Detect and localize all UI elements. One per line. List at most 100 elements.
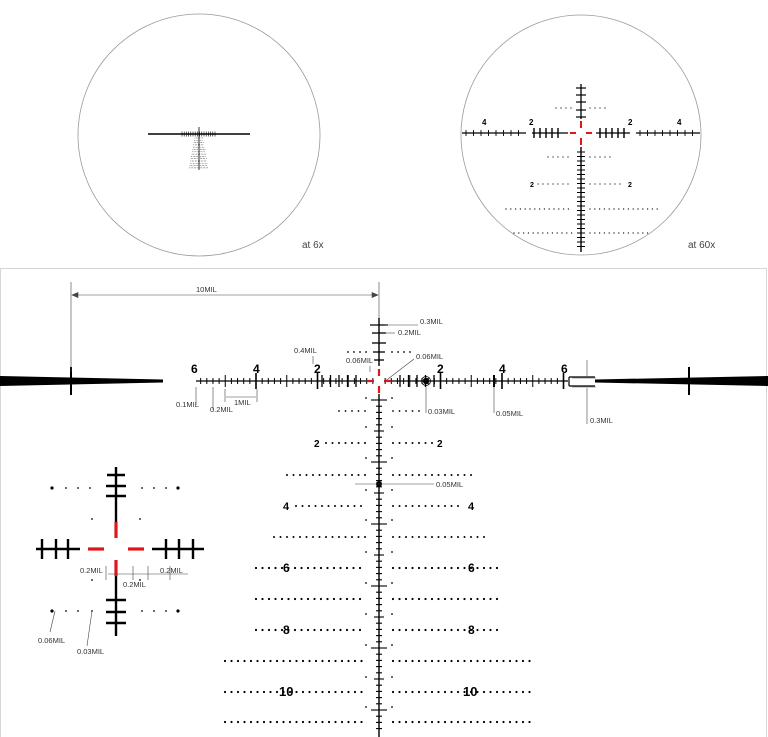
reticle-dot <box>200 144 202 146</box>
reticle-dot <box>489 690 492 694</box>
reticle-dot <box>632 232 634 234</box>
inset-label-0-06mil: 0.06MIL <box>38 636 65 645</box>
reticle-dot <box>205 162 206 164</box>
reticle-dot <box>196 151 198 153</box>
reticle-dot <box>191 153 193 155</box>
reticle-dot <box>306 597 310 601</box>
reticle-dot <box>288 720 292 724</box>
reticle-dot <box>450 720 453 724</box>
reticle-dot <box>364 410 366 412</box>
reticle-dot <box>280 597 284 601</box>
reticle-dot <box>558 208 560 210</box>
label-0-3mil-post: 0.3MIL <box>590 416 613 425</box>
reticle-dot <box>201 158 203 160</box>
reticle-dot <box>351 474 353 476</box>
v-number-right-8: 8 <box>468 623 475 637</box>
reticle-dot <box>195 167 196 169</box>
reticle-dot <box>340 690 344 694</box>
reticle-dot <box>357 410 360 412</box>
reticle-dot <box>353 720 357 724</box>
reticle-dot <box>198 146 200 148</box>
reticle-dot <box>326 566 329 570</box>
label-10mil: 10MIL <box>196 285 217 294</box>
reticle-dot <box>365 613 367 615</box>
reticle-dot <box>457 474 459 476</box>
reticle-dot <box>254 628 258 632</box>
reticle-dot <box>566 232 568 234</box>
reticle-dot <box>201 165 203 166</box>
reticle-dot <box>204 160 205 162</box>
reticle-dot <box>205 153 206 155</box>
h-number-left-2: 2 <box>314 362 321 376</box>
reticle-dot <box>542 232 544 234</box>
reticle-dot <box>424 474 427 476</box>
h-number: 4 <box>482 118 487 127</box>
reticle-dot <box>347 659 350 663</box>
reticle-dot <box>437 597 440 601</box>
reticle-dot <box>642 232 644 234</box>
reticle-dot <box>319 597 323 601</box>
right-heavy-post <box>595 376 768 386</box>
reference-dot <box>422 377 430 385</box>
reticle-dot <box>339 628 342 632</box>
reticle-dot <box>608 232 610 234</box>
reticle-dot <box>444 536 446 538</box>
reticle-dot <box>321 720 324 724</box>
v-number-right-10: 10 <box>463 684 477 699</box>
reticle-dot <box>190 167 192 169</box>
reticle-dot <box>450 566 453 570</box>
reticle-dot <box>632 208 634 210</box>
inset-dot <box>77 610 79 612</box>
reticle-dot <box>200 153 202 155</box>
reticle-dot <box>598 232 601 234</box>
reticle-dot <box>196 137 197 139</box>
reticle-dot <box>192 158 194 160</box>
reticle-dot <box>405 505 407 507</box>
reticle-dot <box>443 659 447 663</box>
reticle-dot <box>345 628 349 632</box>
reticle-dot <box>508 720 512 724</box>
reticle-dot <box>391 489 393 491</box>
label-0-05mil-vertical: 0.05MIL <box>436 480 463 489</box>
reticle-dot <box>495 628 499 632</box>
reticle-dot <box>191 162 193 164</box>
reticle-dot <box>194 139 195 141</box>
reticle-dot <box>193 153 194 155</box>
reticle-dot <box>301 720 305 724</box>
reticle-dot <box>357 442 360 444</box>
reticle-dot <box>198 165 200 166</box>
reticle-dot <box>195 146 197 148</box>
reticle-dot <box>305 474 308 476</box>
reticle-dot <box>360 720 363 724</box>
inset-callouts <box>49 566 188 647</box>
reticle-dot <box>392 410 394 412</box>
reticle-dot <box>404 628 408 632</box>
reticle-dot <box>203 162 205 164</box>
reticle-dot <box>627 208 630 210</box>
v-number-left-8: 8 <box>283 623 290 637</box>
reticle-dot <box>469 690 473 694</box>
reticle-dot <box>476 597 479 601</box>
reticle-dot <box>547 183 549 185</box>
inset-dot <box>139 518 141 520</box>
reticle-dot <box>206 165 207 166</box>
reticle-dot <box>365 519 367 521</box>
reticle-dot <box>344 474 347 476</box>
reticle-dot <box>193 162 194 164</box>
reticle-dot <box>476 628 479 632</box>
scope-circle <box>460 14 702 256</box>
reticle-dot <box>334 720 337 724</box>
reticle-dot <box>562 208 565 210</box>
reticle-dot <box>519 208 522 210</box>
reticle-dot <box>391 676 393 678</box>
inset-label-0-03mil: 0.03MIL <box>77 647 104 656</box>
reticle-dot <box>301 690 305 694</box>
reticle-dot <box>196 144 198 146</box>
reticle-dot <box>347 690 350 694</box>
reticle-dot <box>547 156 549 158</box>
reticle-dot <box>351 442 353 444</box>
inset-dot <box>77 487 79 489</box>
reticle-dot <box>398 690 401 694</box>
reticle-dot <box>469 720 473 724</box>
reticle-dot <box>495 690 499 694</box>
